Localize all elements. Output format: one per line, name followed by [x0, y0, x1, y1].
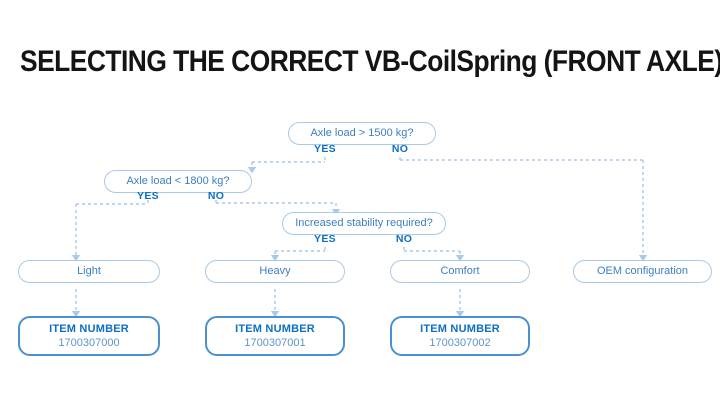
- decision-label: Axle load > 1500 kg?: [310, 127, 414, 139]
- branch-label-q1-no: NO: [391, 143, 409, 155]
- decision-label: Increased stability required?: [295, 217, 433, 229]
- item-number-box-light[interactable]: ITEM NUMBER 1700307000: [18, 316, 160, 356]
- branch-label-q2-yes: YES: [137, 190, 159, 202]
- decision-axle-load-1500[interactable]: Axle load > 1500 kg?: [288, 122, 436, 145]
- result-heavy[interactable]: Heavy: [205, 260, 345, 283]
- decision-increased-stability[interactable]: Increased stability required?: [282, 212, 446, 235]
- item-number-box-heavy[interactable]: ITEM NUMBER 1700307001: [205, 316, 345, 356]
- item-number-label: ITEM NUMBER: [49, 322, 129, 335]
- result-label: OEM configuration: [596, 265, 689, 277]
- branch-label-q2-no: NO: [207, 190, 225, 202]
- result-light[interactable]: Light: [18, 260, 160, 283]
- item-number-box-comfort[interactable]: ITEM NUMBER 1700307002: [390, 316, 530, 356]
- result-oem-configuration[interactable]: OEM configuration: [573, 260, 712, 283]
- item-number-label: ITEM NUMBER: [235, 322, 315, 335]
- decision-axle-load-1800[interactable]: Axle load < 1800 kg?: [104, 170, 252, 193]
- item-number-value: 1700307002: [429, 336, 491, 349]
- page-title: SELECTING THE CORRECT VB-CoilSpring (FRO…: [20, 45, 720, 78]
- branch-label-q1-yes: YES: [314, 143, 336, 155]
- branch-label-q3-no: NO: [395, 233, 413, 245]
- item-number-value: 1700307000: [58, 336, 120, 349]
- result-comfort[interactable]: Comfort: [390, 260, 530, 283]
- item-number-label: ITEM NUMBER: [420, 322, 500, 335]
- result-label: Comfort: [440, 265, 480, 277]
- item-number-value: 1700307001: [244, 336, 306, 349]
- decision-label: Axle load < 1800 kg?: [126, 175, 230, 187]
- result-label: Light: [77, 265, 101, 277]
- result-label: Heavy: [259, 265, 291, 277]
- branch-label-q3-yes: YES: [314, 233, 336, 245]
